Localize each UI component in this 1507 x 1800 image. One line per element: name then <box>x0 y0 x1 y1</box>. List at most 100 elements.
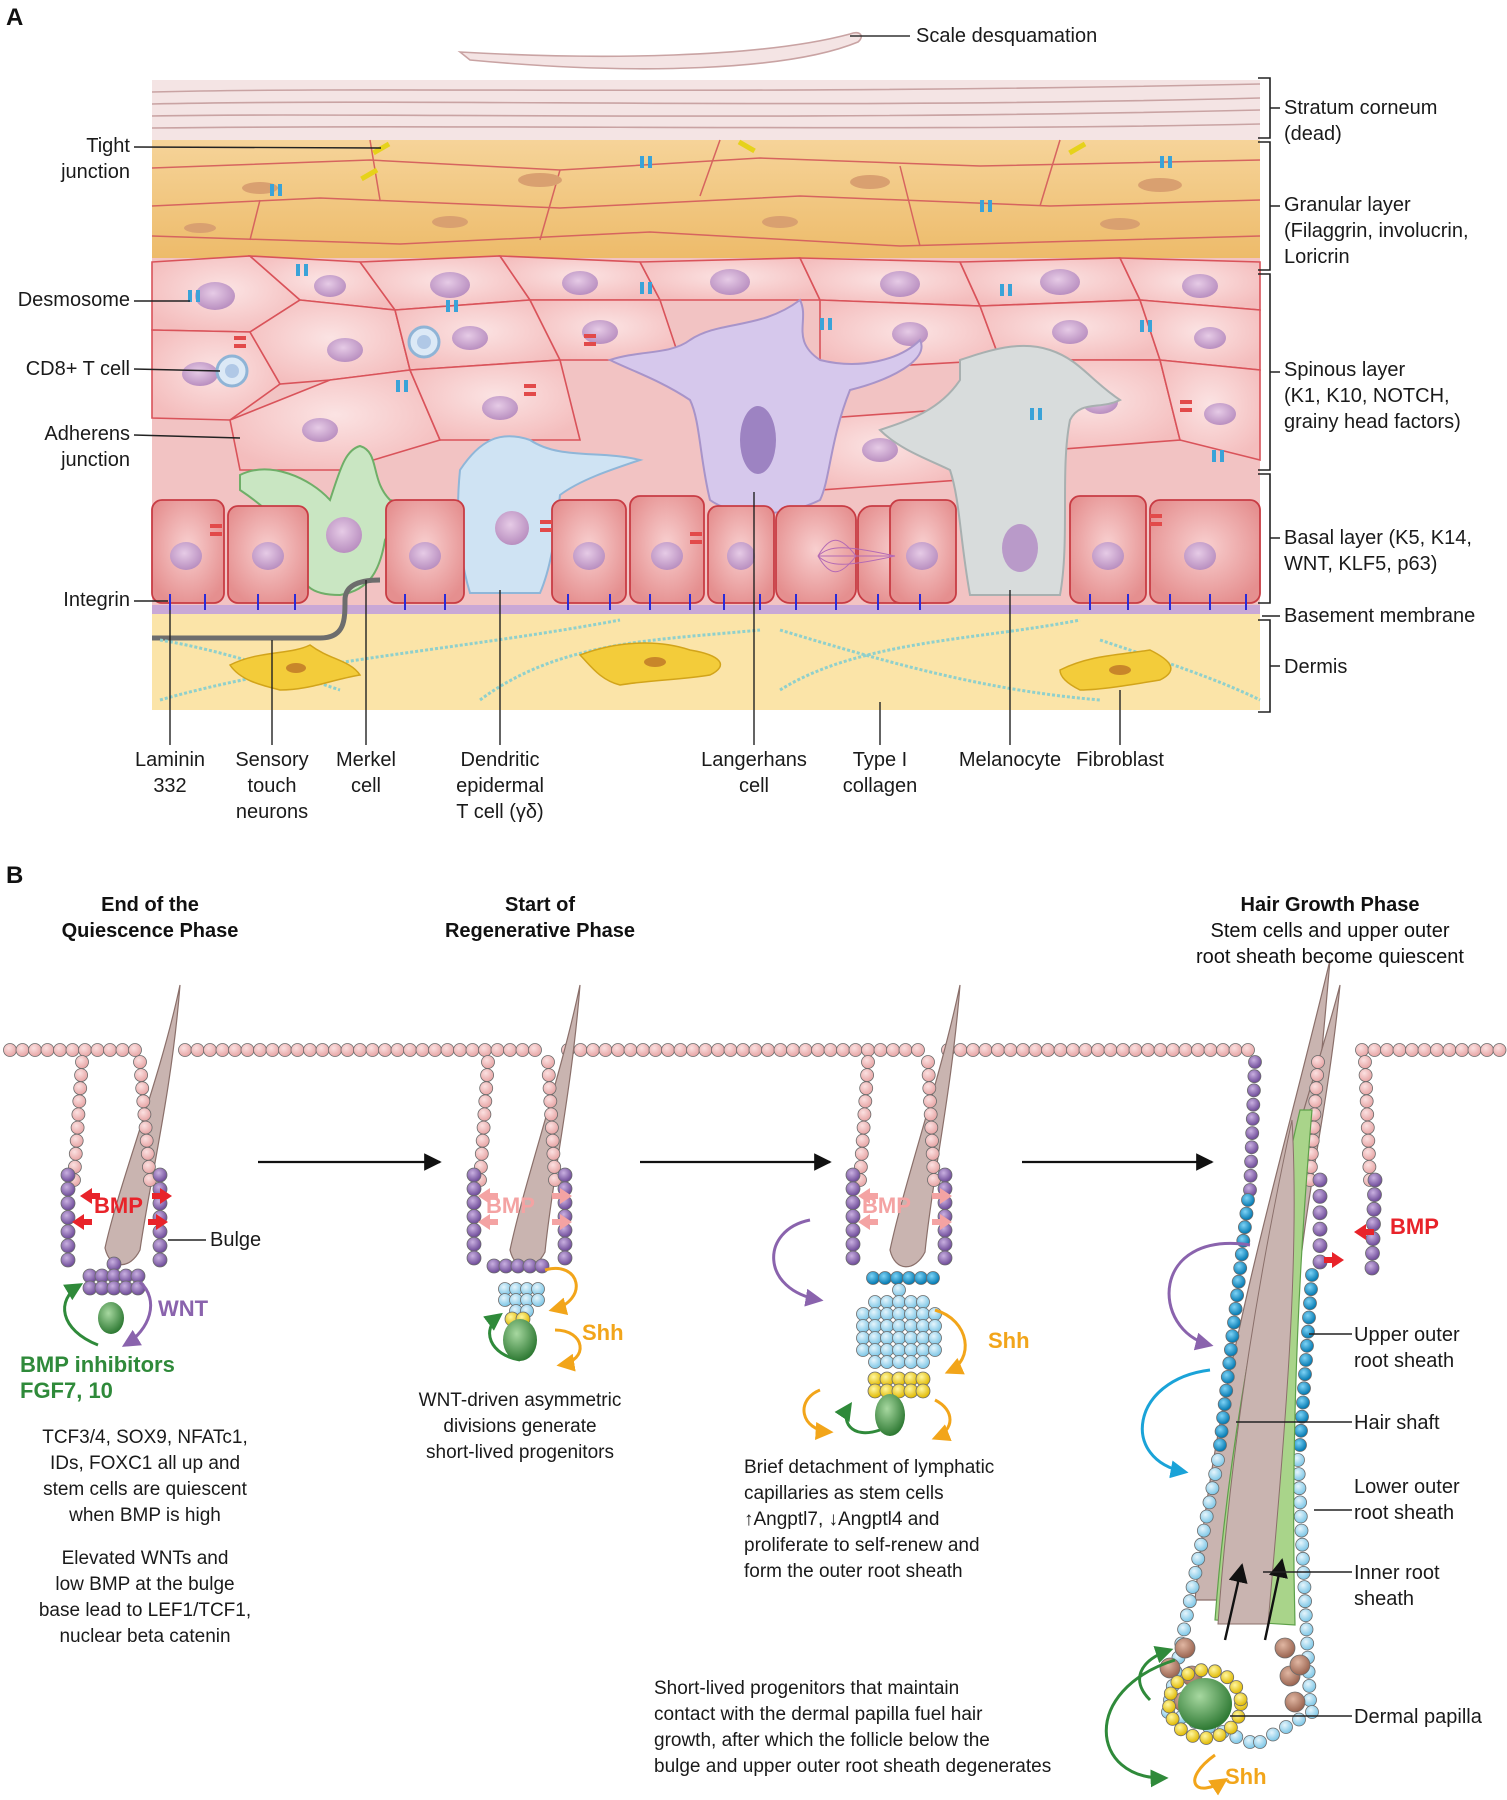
skin-cell <box>898 1043 913 1057</box>
skin-cell <box>115 1043 130 1057</box>
bulge-stem-cell <box>1366 1201 1382 1217</box>
outer-root-sheath-cell <box>543 1094 558 1109</box>
skin-cell <box>1241 1043 1255 1057</box>
skin-cell <box>1041 1043 1055 1057</box>
skin-cell <box>303 1043 317 1057</box>
skin-cell <box>353 1043 367 1057</box>
skin-cell <box>365 1043 380 1057</box>
upper-outer-root-sheath-cell <box>1234 1247 1249 1262</box>
progenitor-cell <box>868 1319 882 1333</box>
outer-root-sheath-cell <box>478 1094 493 1109</box>
skin-cell <box>911 1043 925 1057</box>
skin-cell <box>328 1043 342 1057</box>
panel-a-label: A <box>6 4 24 31</box>
outer-root-sheath-cell <box>139 1133 154 1148</box>
bulge-label: Bulge <box>210 1229 262 1251</box>
skin-cell <box>873 1043 888 1057</box>
matrix-cell <box>1229 1680 1244 1694</box>
outer-root-sheath-cell <box>1359 1081 1373 1096</box>
shh-arrow-1 <box>544 1266 578 1316</box>
upper-outer-root-sheath-cell <box>1217 1397 1232 1412</box>
outer-root-sheath-cell <box>859 1081 874 1096</box>
lower-outer-root-sheath-cell <box>1208 1467 1223 1481</box>
outer-root-sheath-cell <box>1359 1094 1374 1109</box>
skin-cell <box>1091 1043 1105 1057</box>
progenitor-cell <box>904 1319 918 1333</box>
skin-cell <box>240 1043 255 1057</box>
skin-cell <box>40 1043 55 1057</box>
basement-membrane-label: Basement membrane <box>1284 605 1476 627</box>
skin-cell <box>1003 1043 1018 1057</box>
upper-outer-root-sheath-label: Upper outer root sheath <box>1354 1324 1460 1372</box>
bulge-stem-cell <box>466 1236 482 1252</box>
skin-cell <box>1455 1043 1469 1057</box>
stem-cell <box>1245 1126 1260 1140</box>
bmp-label-3: BMP <box>862 1193 911 1218</box>
lower-outer-root-sheath-cell <box>1305 1705 1319 1719</box>
bulge-stem-cell <box>60 1252 76 1268</box>
outer-root-sheath-cell <box>921 1068 936 1082</box>
progenitor-cell <box>892 1295 906 1309</box>
progenitor-cell <box>916 1331 930 1345</box>
upper-outer-root-sheath-cell <box>1228 1302 1243 1316</box>
skin-cell <box>528 1043 542 1057</box>
skin-cell <box>190 1043 205 1057</box>
lower-outer-root-sheath-cell <box>1298 1594 1312 1609</box>
lower-outer-root-sheath-cell <box>1177 1622 1191 1637</box>
skin-cell <box>1430 1043 1444 1057</box>
lower-outer-root-sheath-cell <box>1303 1693 1317 1707</box>
skin-cell <box>128 1043 142 1057</box>
dermal-papilla-3 <box>875 1394 905 1436</box>
bmp-inhibitor-arrow-3 <box>834 1402 881 1435</box>
progenitor-cell <box>928 1331 942 1345</box>
stem-cell <box>1246 1097 1261 1112</box>
upper-outer-root-sheath-cell <box>1239 1206 1254 1221</box>
bulge-stem-cell <box>1312 1221 1328 1237</box>
fibroblast-label: Fibroblast <box>1076 749 1164 771</box>
skin-cell <box>786 1043 800 1057</box>
lymphatic-note: Brief detachment of lymphatic capillarie… <box>744 1457 995 1582</box>
upper-outer-root-sheath-cell <box>1293 1438 1307 1452</box>
matrix-cell <box>1162 1699 1176 1714</box>
skin-cell <box>686 1043 700 1057</box>
skin-cell <box>290 1043 305 1057</box>
skin-cell <box>661 1043 675 1057</box>
skin-cell <box>1417 1043 1432 1057</box>
skin-cell <box>811 1043 825 1057</box>
outer-root-sheath-cell <box>69 1133 84 1148</box>
bmp-arrows <box>72 1188 1374 1268</box>
progenitor-cell <box>880 1307 894 1321</box>
skin-cell <box>861 1043 875 1057</box>
bulge-stem-cell <box>60 1167 76 1183</box>
bulge-stem-cell <box>845 1195 861 1211</box>
skin-cell <box>78 1043 92 1057</box>
skin-cell <box>978 1043 993 1057</box>
lower-outer-root-sheath-cell <box>1293 1495 1307 1510</box>
dermal-papilla-2 <box>503 1319 537 1361</box>
outer-root-sheath-cell <box>921 1055 935 1069</box>
skin-cell <box>453 1043 467 1057</box>
upper-outer-root-sheath-cell <box>1304 1282 1318 1297</box>
outer-root-sheath-cell <box>856 1120 871 1135</box>
upper-outer-root-sheath-cell <box>1295 1409 1309 1424</box>
mitotic-spindle <box>817 539 896 573</box>
skin-cell <box>278 1043 292 1057</box>
skin-cell <box>403 1043 417 1057</box>
progenitor-cell <box>856 1331 870 1345</box>
lower-outer-root-sheath-cell <box>1298 1608 1313 1623</box>
skin-cell <box>1442 1043 1457 1057</box>
skin-cell <box>178 1043 192 1057</box>
outer-root-sheath-cell <box>141 1160 156 1174</box>
matrix-cell <box>1208 1664 1222 1679</box>
outer-root-sheath-cell <box>1361 1133 1376 1148</box>
progenitor-cell <box>916 1343 930 1357</box>
lower-outer-root-sheath-cell <box>1199 1509 1214 1524</box>
lower-outer-root-sheath-cell <box>1180 1608 1194 1623</box>
shh-label-2: Shh <box>988 1328 1030 1353</box>
integrin-label: Integrin <box>63 589 130 611</box>
skin-cell <box>636 1043 650 1057</box>
phase-3-subtitle: Stem cells and upper outer root sheath b… <box>1196 920 1464 968</box>
outer-root-sheath-cell <box>1310 1068 1324 1082</box>
outer-root-sheath-cell <box>70 1120 85 1135</box>
lower-outer-root-sheath-cell <box>1294 1523 1309 1538</box>
